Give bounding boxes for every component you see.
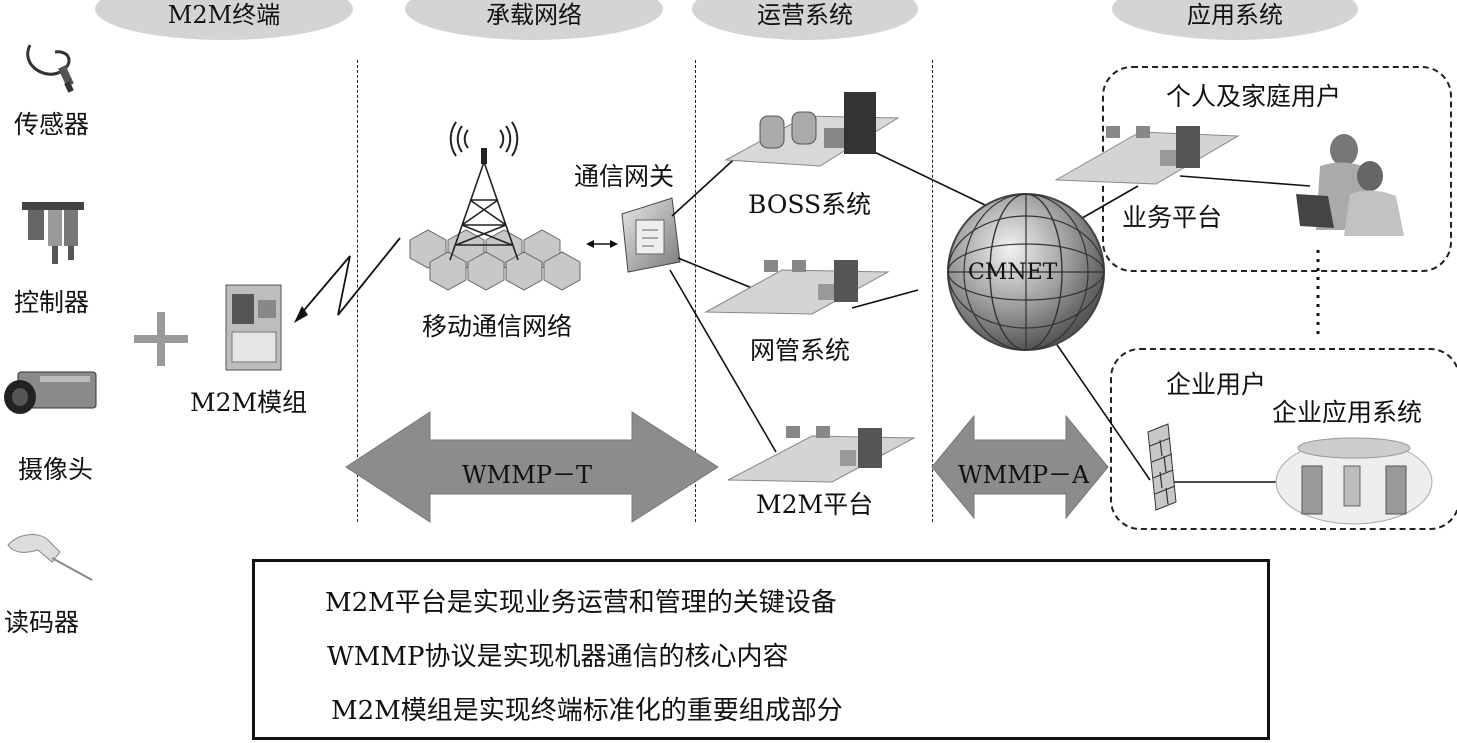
separator-3	[932, 60, 933, 522]
header-bearer-label: 承载网络	[486, 1, 582, 29]
wmmp-t-label: WMMP－T	[462, 461, 592, 489]
firewall-icon	[1147, 423, 1177, 511]
sensor-label: 传感器	[14, 110, 90, 139]
header-terminal-label: M2M终端	[167, 1, 281, 29]
note-3: M2M模组是实现终端标准化的重要组成部分	[331, 696, 843, 726]
gateway-icon	[621, 197, 681, 273]
gateway-bidirectional-arrow	[586, 240, 618, 248]
cmnet-label: CMNET	[968, 260, 1058, 285]
note-1: M2M平台是实现业务运营和管理的关键设备	[325, 588, 837, 618]
wireless-link-icon	[294, 237, 401, 323]
separator-2	[695, 60, 696, 522]
m2m-platform-icon	[727, 426, 916, 483]
camera-icon	[4, 371, 97, 414]
boss-system-icon	[724, 92, 900, 167]
controller-icon	[22, 202, 84, 264]
mobile-network-label: 移动通信网络	[422, 312, 573, 341]
connection-lines	[669, 147, 1311, 483]
reader-label: 读码器	[4, 608, 80, 637]
nms-icon	[704, 260, 890, 315]
mobile-tower-icon	[409, 121, 581, 291]
wmmp-a-arrow	[931, 414, 1109, 520]
plus-icon	[134, 312, 188, 366]
enterprise-group-label: 企业用户	[1166, 370, 1267, 399]
notes-box: M2M平台是实现业务运营和管理的关键设备 WMMP协议是实现机器通信的核心内容 …	[252, 559, 1270, 740]
cmnet-globe-icon	[947, 193, 1105, 351]
service-platform-icon	[1054, 126, 1240, 185]
nms-label: 网管系统	[750, 336, 851, 365]
m2m-module-icon	[225, 284, 282, 371]
enterprise-system-icon	[1275, 437, 1433, 525]
sensor-icon	[26, 44, 74, 93]
service-platform-label: 业务平台	[1122, 203, 1223, 232]
wmmp-a-label: WMMP－A	[958, 461, 1090, 489]
barcode-reader-icon	[7, 534, 93, 581]
enterprise-system-label: 企业应用系统	[1272, 398, 1423, 427]
m2m-module-label: M2M模组	[190, 388, 308, 417]
header-application-label: 应用系统	[1187, 1, 1283, 29]
gateway-label: 通信网关	[574, 162, 675, 191]
wmmp-t-arrow	[345, 411, 719, 523]
camera-label: 摄像头	[18, 455, 94, 484]
m2m-platform-label: M2M平台	[756, 490, 874, 519]
header-operations-label: 运营系统	[757, 1, 853, 29]
people-laptop-icon	[1296, 134, 1404, 236]
note-2: WMMP协议是实现机器通信的核心内容	[327, 642, 789, 672]
personal-group-label: 个人及家庭用户	[1166, 82, 1342, 111]
boss-label: BOSS系统	[748, 190, 872, 219]
enterprise-user-group	[1110, 348, 1457, 530]
controller-label: 控制器	[14, 288, 90, 317]
